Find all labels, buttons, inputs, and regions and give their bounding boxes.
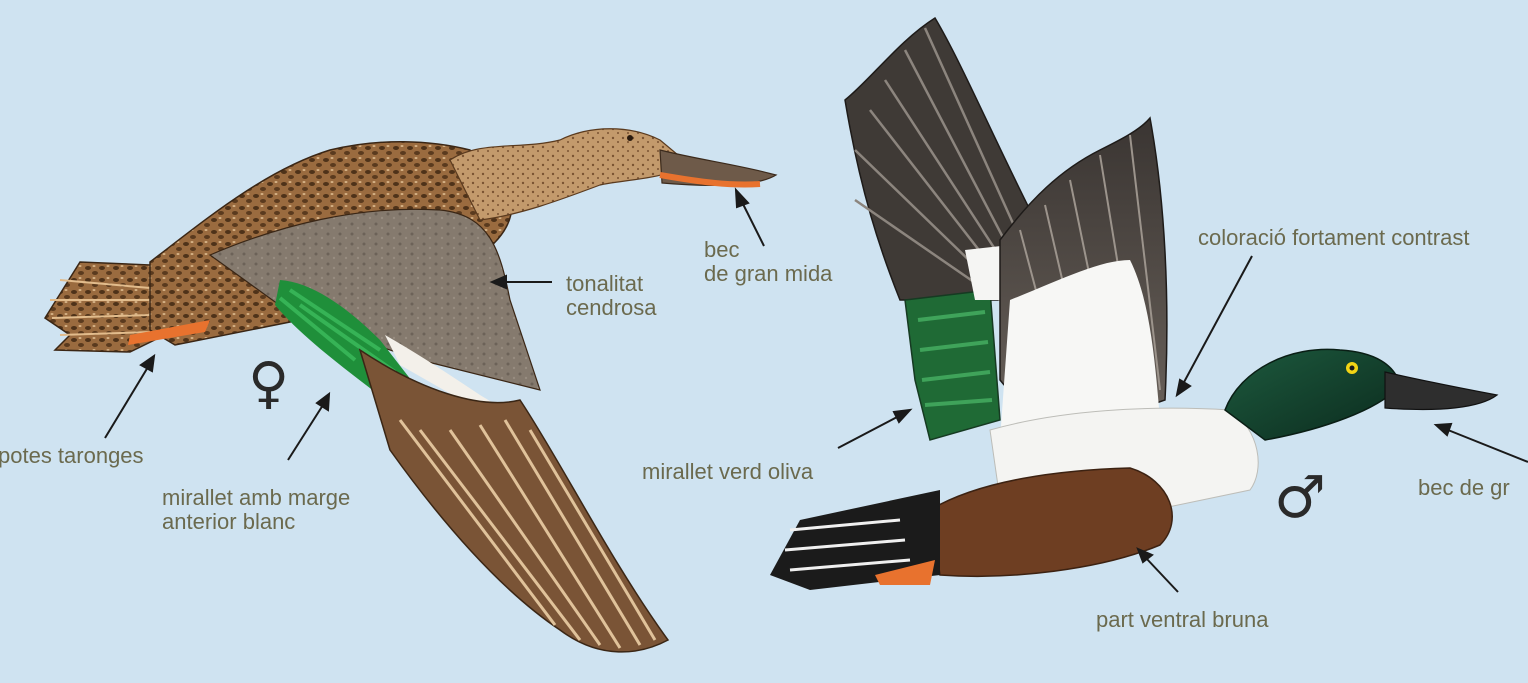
label-male-contrast: coloració fortament contrast: [1198, 226, 1469, 250]
label-female-grey-tone-line-2: cendrosa: [566, 296, 657, 320]
label-female-grey-tone: tonalitat cendrosa: [566, 272, 657, 320]
arrow-male-bill: [1436, 424, 1528, 462]
label-male-belly: part ventral bruna: [1096, 608, 1268, 632]
male-symbol: ♂: [1274, 468, 1326, 526]
label-female-grey-tone-line-1: tonalitat: [566, 272, 657, 296]
arrow-male-contrast: [1177, 256, 1252, 395]
label-female-bill-line-1: bec: [704, 238, 832, 262]
female-symbol: ♀: [248, 356, 289, 412]
male-duck-figure: [770, 18, 1497, 590]
label-female-speculum-line-2: anterior blanc: [162, 510, 350, 534]
label-female-legs: potes taronges: [0, 444, 144, 468]
label-female-bill: bec de gran mida: [704, 238, 832, 286]
arrow-male-speculum: [838, 410, 910, 448]
label-female-bill-line-2: de gran mida: [704, 262, 832, 286]
arrow-female-legs: [105, 356, 154, 438]
label-female-speculum: mirallet amb marge anterior blanc: [162, 486, 350, 534]
label-male-speculum: mirallet verd oliva: [642, 460, 813, 484]
female-duck-figure: [45, 129, 776, 652]
arrow-male-belly: [1138, 549, 1178, 592]
label-male-bill: bec de gr: [1418, 476, 1510, 500]
label-female-speculum-line-1: mirallet amb marge: [162, 486, 350, 510]
arrow-female-grey-tone: [492, 276, 552, 288]
arrow-female-speculum: [288, 394, 329, 460]
